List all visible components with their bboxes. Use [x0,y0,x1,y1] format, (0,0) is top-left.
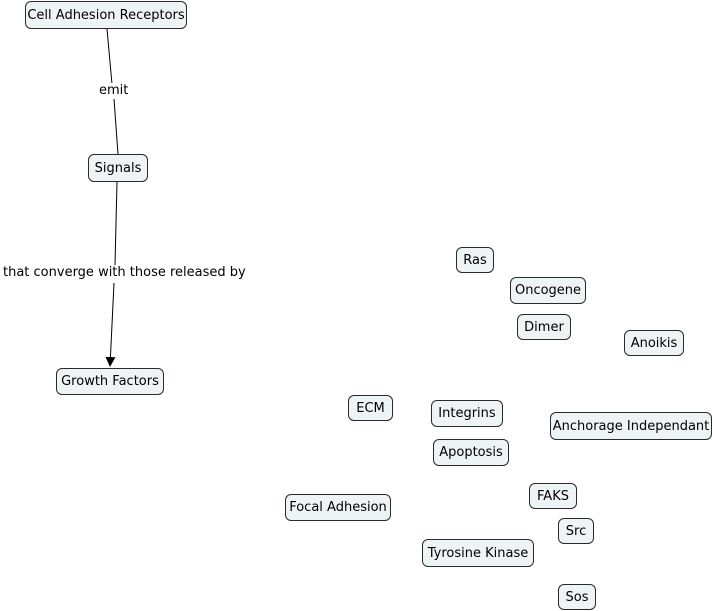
connector-signals-to-label [114,181,118,266]
node-integrins[interactable]: Integrins [431,400,503,427]
node-tyrosine-kinase[interactable]: Tyrosine Kinase [422,539,534,567]
link-label-converge: that converge with those released by [1,265,248,281]
connector-receptors-to-emit [106,28,113,85]
node-anoikis[interactable]: Anoikis [624,330,684,356]
node-src[interactable]: Src [558,518,594,544]
connector-emit-to-signals [113,98,119,155]
node-anchorage-independant[interactable]: Anchorage Independant [550,412,712,440]
node-signals[interactable]: Signals [88,154,148,182]
node-growth-factors[interactable]: Growth Factors [56,368,164,395]
link-label-emit: emit [97,83,131,99]
node-sos[interactable]: Sos [558,584,596,610]
connector-label-to-growth-factors [105,282,116,367]
node-focal-adhesion[interactable]: Focal Adhesion [285,494,391,521]
node-faks[interactable]: FAKS [529,483,577,509]
node-dimer[interactable]: Dimer [517,314,571,340]
node-apoptosis[interactable]: Apoptosis [433,439,509,466]
node-ecm[interactable]: ECM [348,395,393,421]
node-oncogene[interactable]: Oncogene [510,277,586,304]
node-ras[interactable]: Ras [456,247,494,273]
node-cell-adhesion-receptors[interactable]: Cell Adhesion Receptors [25,1,187,29]
